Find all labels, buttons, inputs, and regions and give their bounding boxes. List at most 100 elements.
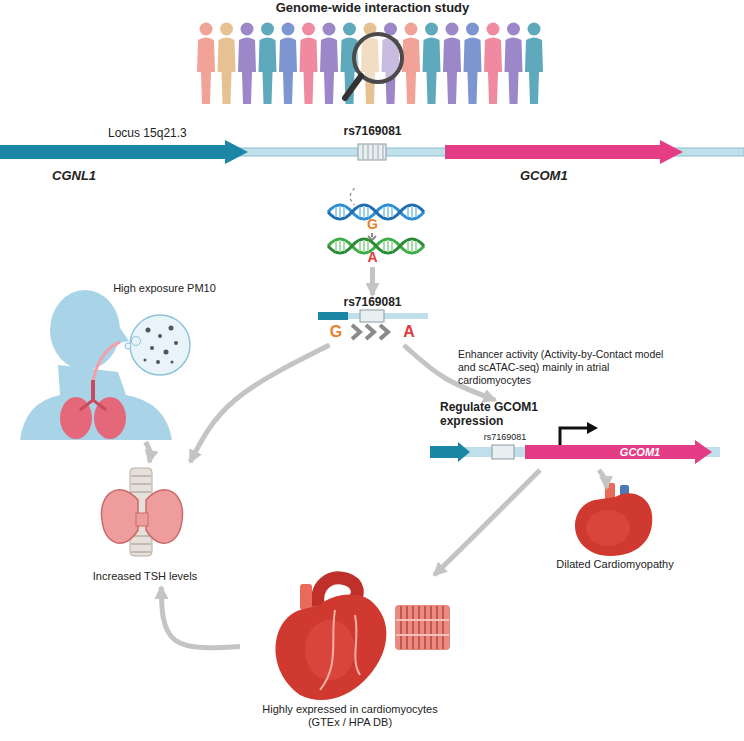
snp-label: rs7169081 — [465, 432, 545, 443]
person-silhouette — [156, 360, 160, 364]
person-silhouette — [171, 361, 174, 364]
heart-illustration — [401, 606, 443, 649]
thyroid-gland — [101, 490, 138, 543]
crowd-figure — [464, 23, 482, 105]
person-silhouette — [146, 328, 151, 333]
gene-label: GCOM1 — [580, 446, 700, 459]
person-silhouette — [20, 365, 172, 440]
crowd-figure — [279, 23, 297, 105]
thyroid-gland — [146, 490, 183, 543]
person-silhouette — [91, 380, 95, 400]
flow-arrow — [434, 470, 540, 575]
crowd-figure — [218, 23, 236, 105]
snp-label: rs7169081 — [320, 124, 425, 138]
crowd-figure — [484, 23, 502, 105]
crowd-figure — [525, 23, 543, 105]
thyroid-organ: Increased TSH levels — [70, 462, 220, 587]
heart-illustration — [300, 584, 312, 610]
person-silhouette — [50, 290, 120, 370]
thyroid-gland — [101, 468, 182, 556]
gene-strand — [525, 440, 712, 464]
allele-letter: G — [327, 322, 345, 341]
person-silhouette — [130, 315, 190, 375]
heart-illustration — [276, 595, 387, 700]
dna-variant: GA — [320, 205, 425, 267]
person-silhouette — [20, 290, 190, 440]
chromosome-band — [368, 145, 369, 159]
crowd-figure — [402, 23, 420, 105]
magnifier-glass — [345, 34, 402, 98]
person-silhouette — [93, 342, 120, 380]
flow-arrow — [146, 442, 151, 462]
thyroid-gland — [136, 513, 148, 526]
crowd-figure — [300, 23, 318, 105]
allele-letter: A — [400, 322, 418, 341]
heart-illustration — [395, 605, 450, 650]
heart-illustration — [396, 620, 449, 635]
chromosome-band — [0, 140, 248, 164]
person-silhouette — [125, 343, 131, 349]
crowd-figure — [320, 23, 338, 105]
flow-arrow — [190, 345, 329, 462]
dilated-heart — [586, 510, 630, 546]
flow-arrow — [161, 587, 240, 648]
person-silhouette — [144, 359, 147, 362]
flow-arrow — [599, 470, 607, 488]
chromosome-band — [358, 144, 386, 160]
chromosome-band — [0, 140, 744, 164]
connector-group — [146, 188, 607, 648]
cardiomyopathy-heart: Dilated Cardiomyopathy — [540, 488, 690, 580]
disease-label: Dilated Cardiomyopathy — [540, 558, 690, 571]
dna-helix — [328, 205, 424, 253]
zoom-line — [350, 188, 355, 205]
crowd-figure — [505, 23, 523, 105]
study-cohort: Genome-wide interaction study — [180, 0, 565, 108]
chromosome-band — [363, 145, 364, 159]
variant-strand — [352, 325, 388, 339]
gene-label: GCOM1 — [520, 168, 600, 184]
pm10-exposure: High exposure PM10 — [15, 282, 205, 442]
gcom1-regulation: Regulate GCOM1 expression rs7169081GCOM1 — [430, 400, 720, 470]
heart-organ: Highly expressed in cardiomyocytes (GTEx… — [240, 575, 460, 740]
variant-allele: rs7169081GA — [315, 295, 430, 345]
flow-arrow — [370, 267, 375, 295]
person-silhouette — [150, 346, 154, 350]
person-silhouette — [116, 322, 129, 344]
person-silhouette — [169, 326, 174, 331]
chromosome-band — [373, 145, 374, 159]
exposure-label: High exposure PM10 — [107, 282, 222, 295]
locus-band: Locus 15q21.3 rs7169081CGNL1 GCOM1 — [0, 118, 744, 188]
dilated-heart — [575, 493, 652, 556]
gene-strand — [587, 422, 598, 434]
edge-label: Enhancer activity (Activity-by-Contact m… — [458, 348, 683, 387]
outcome-label: Increased TSH levels — [70, 570, 220, 583]
person-silhouette — [80, 400, 106, 410]
variant-strand — [360, 310, 384, 322]
person-silhouette — [132, 337, 141, 346]
chromosome-band — [383, 145, 384, 159]
gene-label: CGNL1 — [52, 168, 132, 184]
heart-illustration — [276, 578, 450, 700]
study-title: Genome-wide interaction study — [180, 0, 565, 16]
person-silhouette — [164, 350, 169, 355]
chromosome-band — [445, 140, 683, 164]
gene-strand — [492, 445, 514, 459]
gene-strand — [560, 428, 588, 445]
crowd-figure — [423, 23, 441, 105]
gene-strand — [430, 442, 470, 462]
crowd-figure — [259, 23, 277, 105]
person-silhouette — [158, 334, 162, 338]
crowd-figure — [197, 23, 543, 105]
regulation-label: Regulate GCOM1 expression — [440, 400, 555, 429]
locus-label: Locus 15q21.3 — [108, 126, 218, 140]
chromosome-band — [378, 145, 379, 159]
allele-letter: G — [360, 216, 385, 233]
magnifier-glass — [345, 76, 361, 98]
crowd-figure — [238, 23, 256, 105]
dilated-heart — [575, 483, 652, 556]
crowd-figure — [443, 23, 461, 105]
crowd-figure — [197, 23, 215, 105]
